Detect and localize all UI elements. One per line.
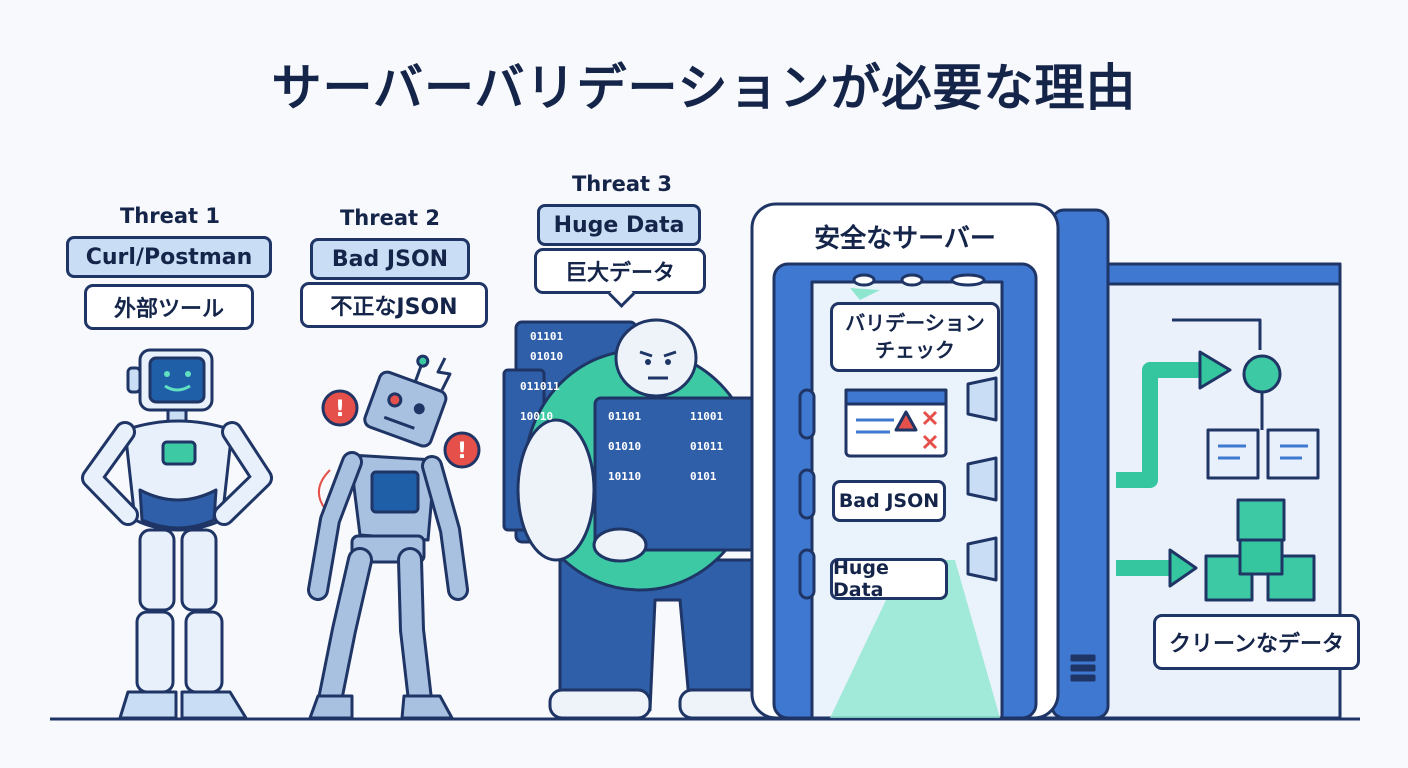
threat-2-label: Threat 2 [339, 206, 440, 230]
threat-2-bubble: 不正なJSON [300, 282, 488, 328]
threat-2-tag: Bad JSON [310, 238, 470, 280]
svg-text:!: ! [457, 439, 467, 464]
validation-check-line1: バリデーション [845, 311, 985, 335]
binary-text-line: 11001 [690, 410, 723, 423]
clean-data-label: クリーンなデータ [1153, 614, 1360, 670]
reject-bad-json: Bad JSON [832, 480, 946, 522]
huge-data-carrier-icon [502, 318, 794, 720]
threat-1-bubble: 外部ツール [84, 284, 254, 330]
binary-text-line: 01011 [690, 440, 723, 453]
threat-3-tag: Huge Data [537, 204, 701, 246]
output-flow [1116, 318, 1320, 602]
binary-text-line: 011011 [520, 380, 560, 393]
binary-texts: 01101 01010 011011 10010 01101 11001 010… [520, 330, 723, 483]
binary-text-line: 10010 [520, 410, 553, 423]
binary-text-line: 10110 [608, 470, 641, 483]
svg-text:!: ! [335, 397, 345, 422]
binary-text-line: 01101 [608, 410, 641, 423]
threat-1-label: Threat 1 [119, 204, 220, 228]
binary-text-line: 01010 [530, 350, 563, 363]
robot-standing-icon [81, 348, 273, 720]
server-title: 安全なサーバー [814, 224, 996, 254]
threat-1-tag: Curl/Postman [66, 236, 272, 278]
reject-huge-data: Huge Data [830, 557, 948, 601]
validation-check-line2: チェック [875, 338, 955, 362]
binary-text-line: 0101 [690, 470, 717, 483]
threat-3-label: Threat 3 [571, 172, 672, 196]
page-title: サーバーバリデーションが必要な理由 [271, 59, 1137, 117]
data-cubes-icon [1204, 498, 1316, 602]
binary-text-line: 01010 [608, 440, 641, 453]
validation-check-bubble: バリデーション チェック [830, 302, 1000, 372]
binary-text-line: 01101 [530, 330, 563, 343]
robot-broken-icon: ! ! [307, 354, 481, 720]
